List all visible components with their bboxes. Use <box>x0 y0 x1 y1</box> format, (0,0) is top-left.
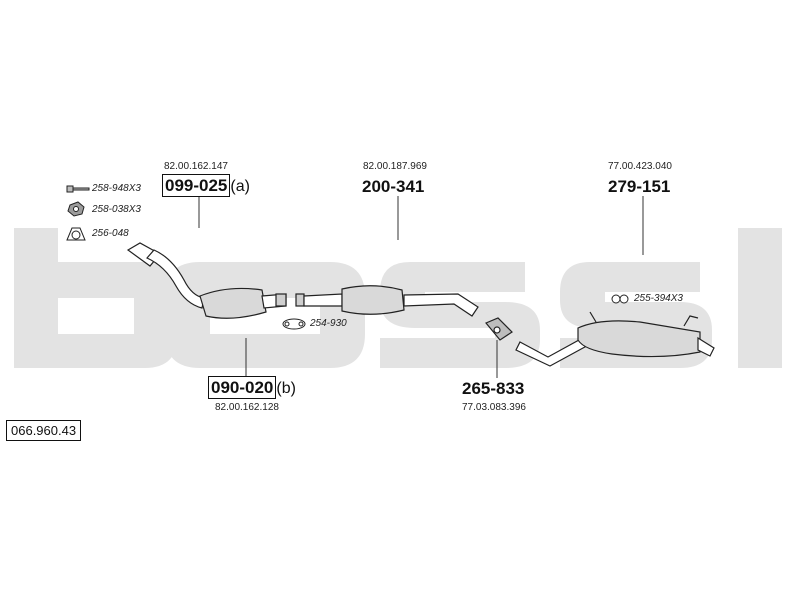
assembly-number: 066.960.43 <box>6 420 82 441</box>
bolt-icon <box>66 185 90 193</box>
watermark-letter-s1 <box>380 262 540 368</box>
part-label-front-pipe-a: 099-025(a) <box>162 174 250 197</box>
catalyst-outlet-flange <box>275 293 287 307</box>
part-number-catalyst-b: 090-020 <box>208 376 277 399</box>
leader-lines <box>198 196 644 378</box>
nut-icon <box>67 201 85 217</box>
rear-silencer-hanger-2 <box>683 315 699 327</box>
accessory-code-bolt: 258-948X3 <box>92 183 141 194</box>
accessory-icons <box>66 185 629 330</box>
rear-silencer-hanger-1 <box>589 311 597 323</box>
part-number-center-pipe: 200-341 <box>362 177 425 196</box>
part-suffix-front-pipe-a: (a) <box>230 178 250 195</box>
part-label-catalyst-b: 090-020(b) <box>208 376 296 399</box>
accessory-code-flange-gasket: 254-930 <box>310 318 347 329</box>
part-number-front-pipe-a: 099-025 <box>162 174 231 197</box>
part-number-clamp: 265-833 <box>462 379 525 398</box>
part-ref-center-pipe: 82.00.187.969 <box>363 161 427 172</box>
part-ref-clamp: 77.03.083.396 <box>462 402 526 413</box>
flange-gasket-icon <box>282 318 306 330</box>
watermark-letter-l <box>738 228 782 368</box>
center-pipe-rear-section <box>403 293 479 317</box>
center-silencer-body <box>341 285 405 315</box>
watermark-letter-o <box>165 262 365 368</box>
rear-silencer-assembly <box>515 311 715 367</box>
part-ref-catalyst-b: 82.00.162.128 <box>215 402 279 413</box>
part-number-rear-silencer: 279-151 <box>608 177 671 196</box>
part-ref-rear-silencer: 77.00.423.040 <box>608 161 672 172</box>
rubber-mount-icon <box>611 294 629 304</box>
rear-silencer-tailpipe <box>697 336 715 357</box>
part-ref-front-pipe-a: 82.00.162.147 <box>164 161 228 172</box>
catalyst-body <box>199 287 267 319</box>
center-pipe-front-sleeve <box>295 293 305 307</box>
gasket-icon <box>66 227 86 241</box>
front-pipe-with-catalyst <box>126 242 287 319</box>
part-suffix-catalyst-b: (b) <box>276 380 296 397</box>
accessory-code-nut: 258-038X3 <box>92 204 141 215</box>
rear-silencer-body <box>577 320 701 358</box>
accessory-code-gasket: 256-048 <box>92 228 129 239</box>
clamp-bolt <box>493 326 501 334</box>
accessory-code-rubber-mount: 255-394X3 <box>634 293 683 304</box>
center-pipe-front-section <box>303 293 343 307</box>
clamp-part <box>485 317 513 341</box>
watermark-letter-b <box>14 228 178 368</box>
center-pipe-assembly <box>295 285 479 317</box>
